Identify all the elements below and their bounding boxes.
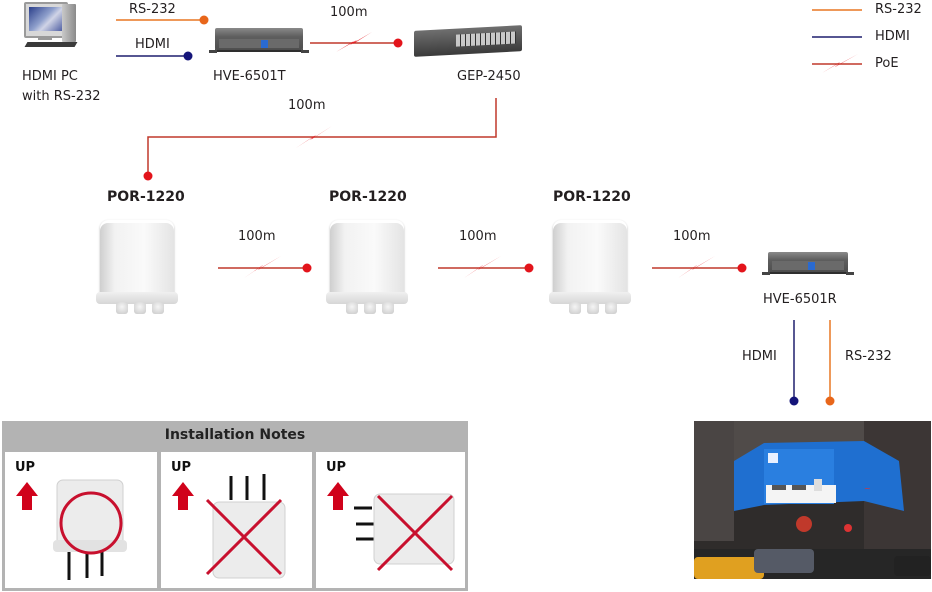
por-1220-device-1: [96, 220, 178, 318]
pc-rs232-label: RS-232: [129, 2, 176, 17]
hve-6501t-device: [209, 28, 309, 53]
install-panel-wrong-up: UP: [161, 452, 312, 588]
link-tx-switch-distance: 100m: [330, 5, 368, 20]
rs232-port-dot: [199, 15, 209, 25]
hdmi-pc-device: [0, 0, 100, 60]
link-por3-rx-distance: 100m: [673, 229, 711, 244]
up-arrow-icon: [327, 482, 349, 510]
up-arrow-icon: [16, 482, 38, 510]
por2-label: POR-1220: [329, 189, 407, 205]
poe-link-switch-por1: [143, 98, 497, 181]
rx-hdmi-label: HDMI: [742, 349, 777, 364]
link-por2-por3-distance: 100m: [459, 229, 497, 244]
installation-notes-title: Installation Notes: [164, 427, 306, 443]
gep-2450-label: GEP-2450: [457, 69, 521, 84]
legend: [812, 9, 862, 73]
link-por1-por2-distance: 100m: [238, 229, 276, 244]
pc-hdmi-label: HDMI: [135, 37, 170, 52]
link-switch-por1-distance: 100m: [288, 98, 326, 113]
poe-link-tx-switch: [310, 32, 403, 52]
hve-6501r-label: HVE-6501R: [763, 292, 837, 307]
poe-bolt-icon: [244, 256, 281, 278]
legend-hdmi-label: HDMI: [875, 29, 910, 44]
poe-bolt-icon: [336, 32, 372, 52]
correct-circle-icon: [59, 491, 123, 555]
por1-label: POR-1220: [107, 189, 185, 205]
hve-6501t-label: HVE-6501T: [213, 69, 286, 84]
digital-signage-photo: ~: [694, 421, 931, 579]
pc-label-line2: with RS-232: [22, 89, 101, 104]
poe-bolt-icon: [296, 126, 332, 148]
pc-label-line1: HDMI PC: [22, 69, 78, 84]
rx-rs232-dot: [825, 396, 835, 406]
por-1220-device-3: [549, 220, 631, 318]
hdmi-port-dot: [183, 51, 193, 61]
poe-bolt-icon: [464, 256, 501, 278]
up-label: UP: [15, 460, 36, 475]
por3-label: POR-1220: [553, 189, 631, 205]
legend-poe-label: PoE: [875, 56, 899, 71]
install-panel-wrong-side: UP: [316, 452, 465, 588]
up-label: UP: [171, 460, 192, 475]
poe-link-por1-por2: [218, 256, 312, 278]
pc-tower-icon: [62, 4, 76, 42]
keyboard-icon: [24, 42, 78, 47]
poe-link-por3-rx: [652, 256, 747, 278]
hve-6501r-device: [762, 252, 854, 275]
up-label: UP: [326, 460, 347, 475]
installation-notes-panel: Installation Notes UP UP UP: [2, 421, 468, 591]
svg-text:~: ~: [864, 484, 871, 493]
rx-rs232-label: RS-232: [845, 349, 892, 364]
poe-link-por2-por3: [438, 256, 534, 278]
install-panel-correct: UP: [5, 452, 157, 588]
legend-rs232-label: RS-232: [875, 2, 922, 17]
poe-bolt-icon: [678, 256, 715, 278]
up-arrow-icon: [172, 482, 194, 510]
rx-hdmi-dot: [789, 396, 799, 406]
por-1220-device-2: [326, 220, 408, 318]
